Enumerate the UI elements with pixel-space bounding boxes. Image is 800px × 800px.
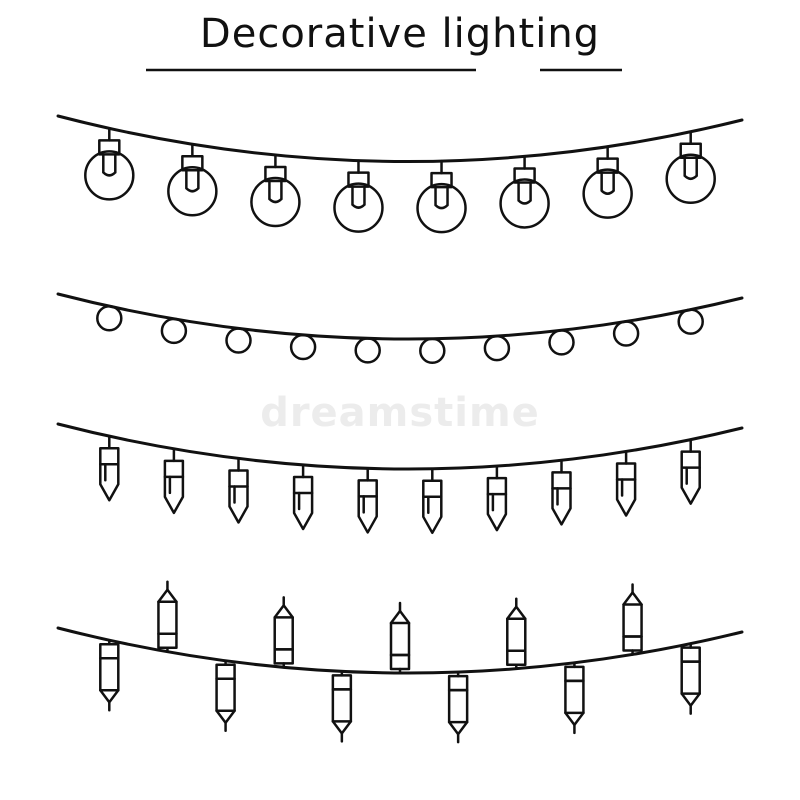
string-row-cone-bulbs [56,422,744,535]
string-row-tube-bulbs [56,580,744,744]
tube-bulb-down [99,638,120,712]
page-title: Decorative lighting [199,11,601,57]
tube-bulb-up [389,601,411,675]
cone-bulb [422,467,443,535]
ball-light [354,337,381,364]
ball-light [160,317,188,345]
tube-bulb-up [157,580,178,654]
ball-light [96,304,123,332]
round-bulb [167,143,218,217]
string-row-round-bulbs [56,114,744,234]
cone-bulb [163,447,185,515]
ball-light [677,308,704,335]
ball-light [289,333,317,361]
string-row-balls [56,292,744,365]
tube-bulb-down [331,670,353,743]
cone-bulb [551,459,572,526]
ball-light [548,329,575,356]
round-bulb [333,159,384,233]
tube-bulb-down [564,661,585,735]
wire [56,422,744,471]
cone-bulb [615,450,637,517]
round-bulb [499,155,550,229]
round-bulb [84,127,135,201]
ball-light [483,334,511,362]
cone-bulb [292,463,314,531]
tube-bulb-up [273,596,294,669]
ball-light [225,327,252,354]
round-bulb [665,130,716,205]
tube-bulb-up [506,597,527,670]
ball-light [419,337,446,365]
wire [56,292,744,341]
cone-bulb [486,464,508,532]
wire [56,114,744,164]
round-bulb [582,145,633,219]
cone-bulb [680,438,701,505]
tube-bulb-up [622,583,643,656]
cone-bulb [99,434,120,502]
watermark-text: dreamstime [260,390,540,436]
tube-bulb-down [215,659,236,733]
round-bulb [250,153,301,228]
cone-bulb [357,467,378,534]
round-bulb [416,159,467,234]
ball-light [612,320,640,347]
tube-bulb-down [680,642,701,715]
cone-bulb [228,457,249,524]
tube-bulb-down [447,670,469,744]
